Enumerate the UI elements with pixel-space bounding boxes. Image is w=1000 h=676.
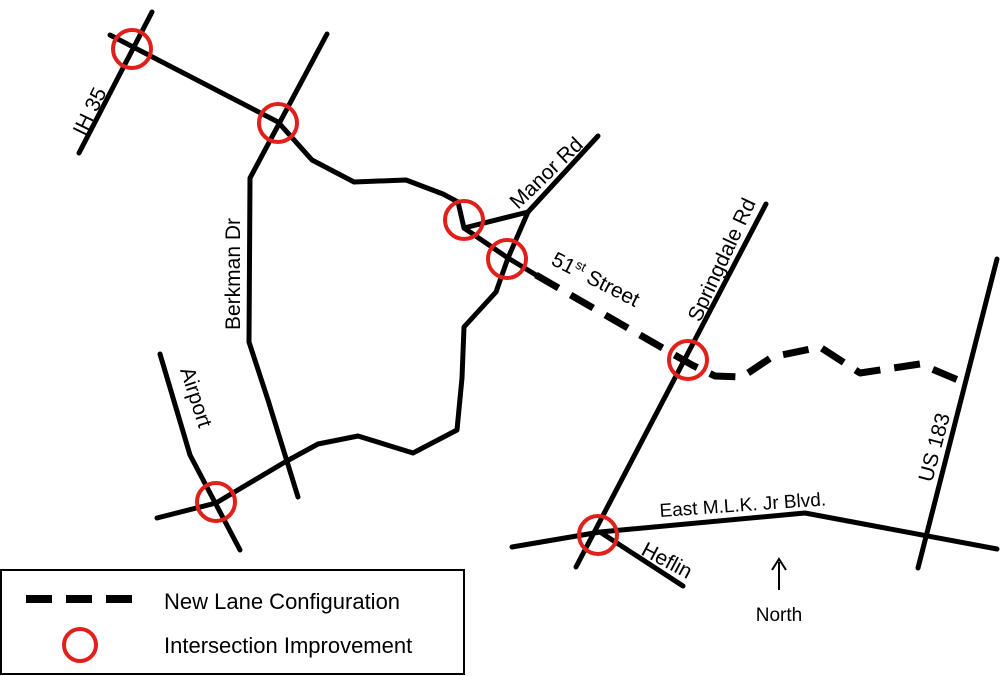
road-mlk bbox=[509, 510, 1000, 552]
label-51st-number: 51 bbox=[548, 248, 579, 279]
road-ih35 bbox=[76, 9, 155, 156]
road-51st-west bbox=[505, 255, 539, 278]
road-upper-diagonal bbox=[107, 32, 281, 125]
legend-label-new-lane: New Lane Configuration bbox=[164, 589, 400, 614]
improvement-berkman-north bbox=[257, 102, 299, 144]
intersection-improvements bbox=[111, 28, 709, 556]
improvement-ih35 bbox=[111, 28, 153, 70]
improvement-51st bbox=[486, 238, 528, 280]
legend-label-intersection: Intersection Improvement bbox=[164, 633, 412, 658]
label-51st-street: 51st Street bbox=[548, 246, 644, 312]
label-springdale: Springdale Rd bbox=[684, 195, 761, 325]
north-arrow-icon bbox=[771, 557, 787, 590]
road-us183 bbox=[915, 256, 1000, 571]
label-ih35: IH 35 bbox=[69, 84, 112, 139]
improvement-springdale-51st bbox=[667, 339, 709, 381]
road-north-loop bbox=[275, 119, 511, 261]
label-manor: Manor Rd bbox=[505, 133, 587, 214]
north-label: North bbox=[756, 605, 802, 626]
road-berkman bbox=[246, 31, 330, 500]
improvement-springdale-mlk bbox=[577, 514, 619, 556]
road-south-loop bbox=[154, 209, 531, 521]
label-berkman: Berkman Dr bbox=[222, 218, 245, 330]
legend: New Lane Configuration Intersection Impr… bbox=[0, 569, 465, 675]
road-network bbox=[76, 9, 1000, 589]
new-lane-51st-street bbox=[534, 271, 960, 384]
road-heflin bbox=[597, 529, 686, 589]
improvement-manor-west bbox=[443, 199, 485, 241]
improvement-airport bbox=[195, 481, 237, 523]
road-springdale bbox=[573, 201, 769, 570]
red-circle-icon bbox=[62, 627, 98, 663]
legend-box bbox=[0, 569, 465, 675]
